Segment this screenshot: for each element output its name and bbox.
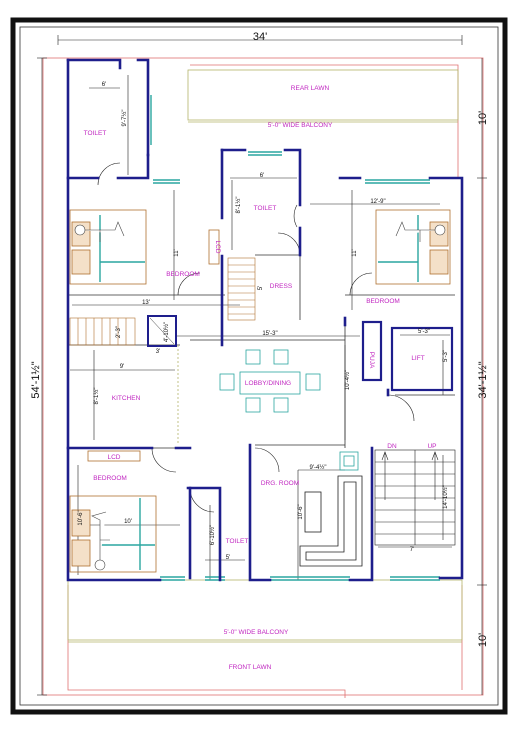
dim-8-1: 8'-1½"	[235, 197, 242, 214]
shaft-box	[147, 315, 177, 347]
windows	[147, 95, 440, 581]
label-bedroom-right: BEDROOM	[366, 298, 400, 305]
dim-9-4: 9'-4½"	[310, 464, 327, 471]
dim-7: 7'	[410, 547, 414, 553]
plot-boundary	[42, 57, 484, 696]
label-dn: DN	[387, 443, 397, 450]
overall-width: 34'	[253, 31, 267, 43]
rear-balcony-rail	[187, 69, 459, 121]
label-rear-balcony: 5'-0" WIDE BALCONY	[268, 122, 333, 129]
label-toilet-top-left: TOILET	[84, 130, 107, 137]
dim-10: 10'	[124, 519, 132, 525]
label-front-lawn: FRONT LAWN	[229, 664, 272, 671]
dim-5-dress: 5'	[258, 286, 264, 290]
lift-box	[390, 326, 454, 392]
dim-9: 9'	[120, 364, 124, 370]
figure-left	[74, 221, 125, 242]
dim-4-10: 4'-10½"	[163, 322, 170, 342]
figure-right	[395, 221, 446, 242]
dress-stair	[227, 257, 256, 321]
label-bedroom-left: BEDROOM	[166, 271, 200, 278]
main-stair	[374, 449, 456, 546]
dim-11-left: 11'	[174, 249, 180, 256]
sofa	[299, 451, 363, 567]
dim-8-1-kitchen: 8'-1½"	[93, 388, 100, 405]
front-lawn-boundary	[67, 585, 346, 698]
label-rear-lawn: REAR LAWN	[291, 85, 330, 92]
label-bedroom-bottom: BEDROOM	[93, 475, 127, 482]
label-drg-room: DRG. ROOM	[261, 480, 299, 487]
dim-6-center: 6'	[260, 173, 264, 179]
dim-11-right: 11'	[352, 249, 358, 256]
overall-depth-left: 54'-1½"	[30, 361, 42, 398]
dim-10-6-drg: 10'-6"	[298, 504, 304, 519]
drawing-inner-frame	[19, 26, 499, 706]
dim-6-top: 6'	[102, 82, 106, 88]
bed-right-sheet	[378, 215, 419, 282]
lcd-bottom-box	[87, 450, 141, 462]
label-lcd-top: LCD	[214, 240, 221, 253]
drawing-frame	[10, 17, 508, 715]
label-puja: PUJA	[368, 352, 375, 369]
dining-table	[219, 349, 321, 413]
puja-box	[361, 320, 383, 382]
overall-depth-right: 34'-1½"	[477, 361, 489, 398]
label-toilet-center: TOILET	[254, 205, 277, 212]
label-toilet-bottom: TOILET	[226, 538, 249, 545]
rear-lawn-boundary	[190, 64, 459, 178]
dim-15-3: 15'-3"	[262, 331, 277, 337]
lcd-top-box	[208, 229, 220, 265]
label-front-balcony: 5'-0" WIDE BALCONY	[224, 629, 289, 636]
dim-2-3: 2'-3"	[116, 326, 122, 338]
label-lift: LIFT	[411, 355, 424, 362]
bed-left	[69, 209, 147, 285]
figure-bottom	[91, 511, 110, 571]
label-lcd-bottom: LCD	[107, 454, 120, 461]
front-setback: 10'	[477, 633, 489, 647]
shaft-x1	[149, 317, 175, 345]
dim-14-10: 14'-10½"	[442, 485, 449, 509]
door-swings	[97, 162, 415, 513]
label-dress: DRESS	[270, 283, 293, 290]
small-stair	[69, 317, 136, 346]
dim-9-7: 9'-7½"	[121, 110, 128, 127]
bed-bottom	[69, 495, 157, 573]
dim-6-10: 6'-10½"	[209, 525, 216, 545]
dim-5-3-v: 5'-3"	[443, 350, 449, 362]
dim-3: 3'	[156, 349, 160, 355]
label-lobby: LOBBY/DINING	[245, 380, 291, 387]
rear-setback: 10'	[477, 111, 489, 125]
dim-12-9: 12'-9"	[370, 199, 385, 205]
dim-13: 13'	[142, 300, 150, 306]
label-up: UP	[427, 443, 436, 450]
bed-left-sheet	[99, 215, 145, 282]
dim-10-4: 10'-4½"	[344, 370, 351, 390]
bed-right	[375, 209, 451, 285]
dim-5-3-h: 5'-3"	[418, 329, 430, 335]
walls	[66, 58, 464, 582]
dim-5-toilet: 5'	[226, 555, 230, 561]
label-kitchen: KITCHEN	[112, 395, 141, 402]
bed-bottom-sheet	[100, 498, 155, 570]
dim-10-6-bedroom: 10'-6"	[78, 510, 84, 525]
